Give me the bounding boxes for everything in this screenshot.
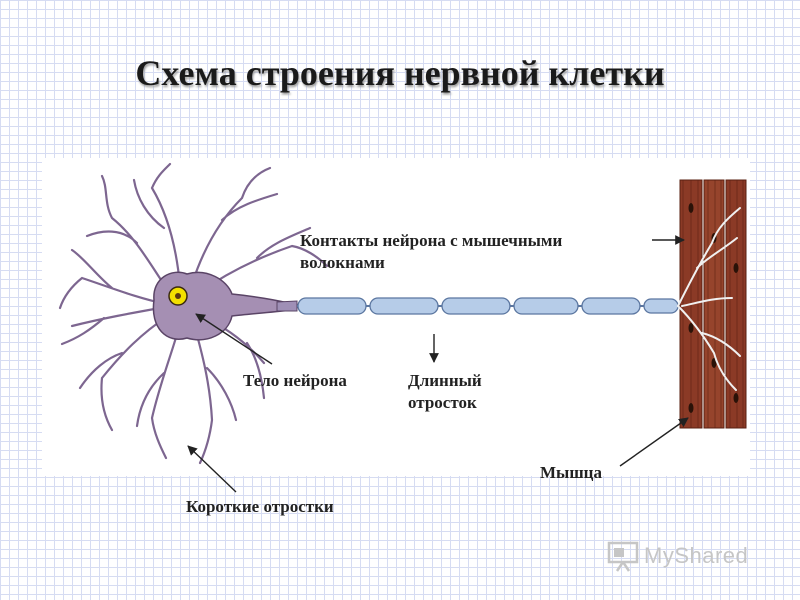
label-neuron-body: Тело нейрона: [243, 371, 347, 390]
watermark-text: MyShared: [644, 543, 749, 568]
presentation-board-icon: [607, 541, 639, 572]
neuron-figure-panel: [42, 158, 750, 476]
myelin-sheath: [297, 297, 679, 315]
nerve-endings: [677, 207, 741, 391]
watermark: MyShared: [606, 536, 766, 576]
label-long-process: Длинный отросток: [408, 371, 482, 412]
label-muscle: Мышца: [540, 463, 602, 482]
axon-hillock: [276, 300, 298, 312]
neuron-diagram: [58, 162, 747, 465]
label-contacts: Контакты нейрона с мышечными волокнами: [300, 231, 563, 272]
neuron-soma: [152, 271, 293, 341]
slide-title: Схема строения нервной клетки: [135, 53, 665, 93]
nucleolus: [175, 293, 181, 299]
label-short-processes: Короткие отростки: [186, 497, 334, 516]
